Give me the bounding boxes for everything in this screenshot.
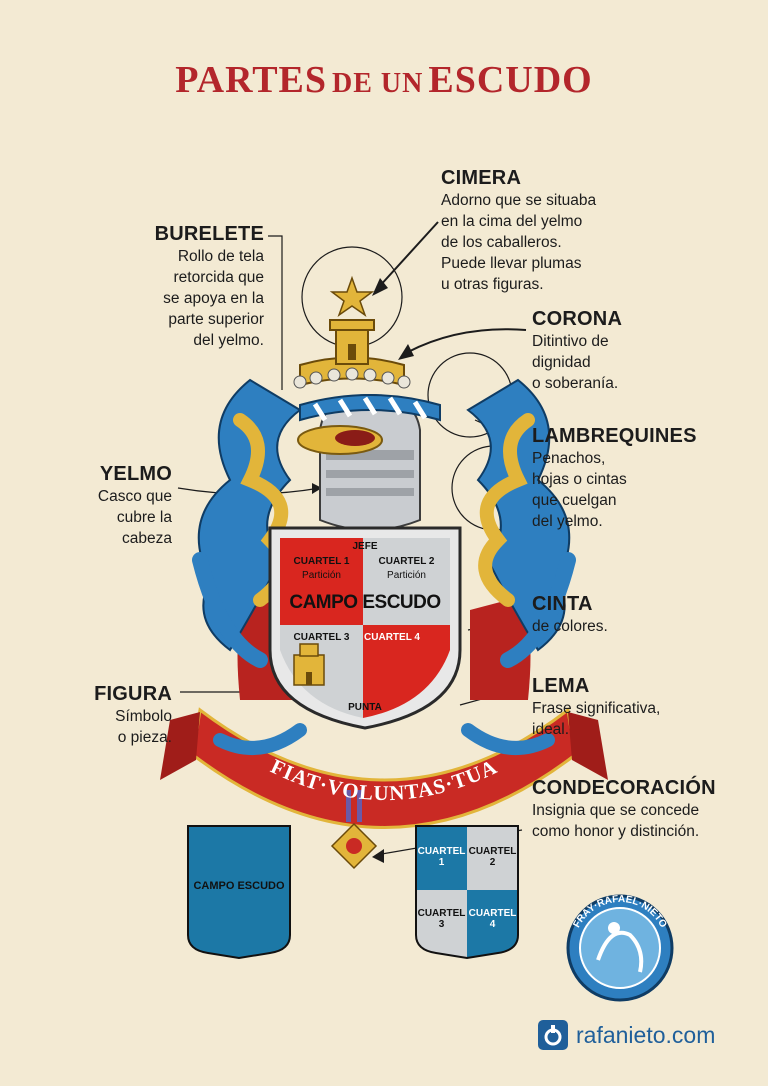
label-cimera: CIMERA Adorno que se situaba en la cima … [441,167,597,293]
svg-text:FRAY·RAFAEL·NIETO: FRAY·RAFAEL·NIETO [571,894,668,930]
brand-footer[interactable]: rafanieto.com [538,1020,715,1050]
figura-castle [293,643,325,686]
shield-cuartel3-label: CUARTEL 3 [293,632,350,643]
burelete-torse [299,394,441,422]
seal-ring-text: FRAY·RAFAEL·NIETO [571,894,668,930]
lambrequines-mantling [192,378,576,755]
shield-cuartel1-label: CUARTEL 1 [293,556,350,567]
label-corona: CORONA Ditintivo de dignidad o soberanía… [532,308,623,392]
condecoracion-medal [330,790,378,870]
label-figura: FIGURA Símbolo o pieza. [94,683,172,746]
shield-campo-label: CAMPO ESCUDO [289,592,441,613]
label-cinta: CINTA de colores. [532,593,608,635]
rafanieto-logo-icon [538,1020,568,1050]
label-condecoracion: CONDECORACIÓN Insignia que se concede co… [532,777,716,840]
small-shield-cuarteles [415,825,519,960]
shield-jefe-label: JEFE [352,541,378,552]
small-shield-campo-label: CAMPO ESCUDO [193,880,285,892]
fray-rafael-nieto-seal [566,894,674,1002]
shield-punta-label: PUNTA [348,702,382,713]
shield-cuartel2-label: CUARTEL 2 [378,556,435,567]
cimera-star [329,275,375,317]
label-burelete: BURELETE Rollo de tela retorcida que se … [154,223,264,349]
label-lema: LEMA Frase significativa, ideal. [532,675,661,738]
shield-cuartel4-label: CUARTEL 4 [364,632,420,643]
label-yelmo: YELMO Casco que cubre la cabeza [97,463,172,547]
main-shield [268,526,462,730]
brand-link[interactable]: rafanieto.com [576,1021,716,1048]
corona-crown [293,319,411,389]
shield-particion1-label: Partición [302,570,341,581]
small-shield-campo [187,825,291,960]
page-title: PARTES DE UN ESCUDO [175,59,593,101]
burelete-leader [268,235,283,390]
label-lambrequines: LAMBREQUINES Penachos, hojas o cintas qu… [532,425,697,530]
shield-particion2-label: Partición [387,570,426,581]
